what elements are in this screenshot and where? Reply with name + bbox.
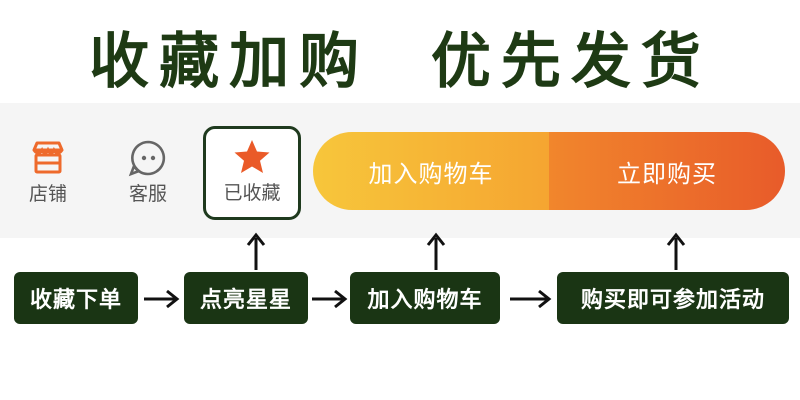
up-arrow-icon [246, 232, 266, 270]
right-arrow-icon [312, 289, 348, 309]
service-button[interactable]: 客服 [103, 130, 193, 218]
right-arrow-icon [510, 289, 552, 309]
favorite-label: 已收藏 [223, 182, 281, 204]
right-arrow-icon [144, 289, 180, 309]
star-icon [234, 140, 270, 173]
purchase-pill: 加入购物车 立即购买 [313, 132, 785, 210]
add-to-cart-button[interactable]: 加入购物车 [313, 132, 549, 210]
step-collect-order: 收藏下单 [14, 272, 138, 324]
step-add-cart: 加入购物车 [350, 272, 500, 324]
store-icon [32, 141, 64, 174]
shop-button[interactable]: 店铺 [3, 130, 93, 218]
up-arrow-icon [666, 232, 686, 270]
step-light-star: 点亮星星 [184, 272, 308, 324]
headline: 收藏加购 优先发货 [89, 27, 711, 97]
up-arrow-icon [426, 232, 446, 270]
step-buy-join: 购买即可参加活动 [557, 272, 789, 324]
chat-face-icon [128, 140, 166, 177]
service-label: 客服 [128, 183, 167, 205]
favorite-button[interactable]: 已收藏 [203, 126, 301, 220]
shop-label: 店铺 [28, 183, 67, 205]
buy-now-button[interactable]: 立即购买 [549, 132, 785, 210]
